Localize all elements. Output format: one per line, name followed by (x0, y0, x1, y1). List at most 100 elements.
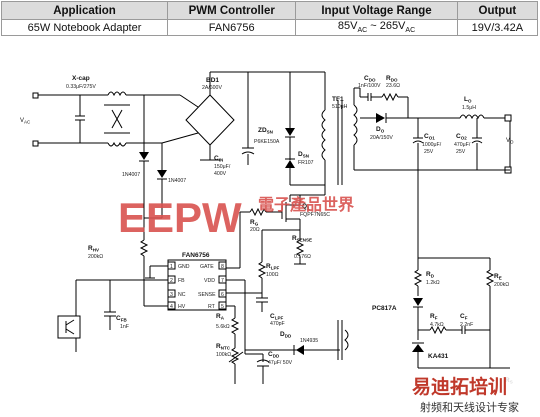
header-pwm-controller: PWM Controller (167, 1, 297, 20)
rt-network (226, 305, 244, 384)
secondary-output (353, 87, 512, 174)
vin-min-sub: AC (357, 27, 368, 35)
dsn-label: DSN (298, 151, 309, 159)
cn-watermark-bottom-big: 易迪拓培训 (412, 375, 507, 398)
xcap-value: 0.33μF/275V (66, 84, 96, 90)
lo-label: LO (464, 96, 472, 104)
co1-label: CO1 (424, 133, 435, 141)
header-input-voltage: Input Voltage Range (295, 1, 458, 20)
rg-label: RG (250, 219, 259, 227)
cin-value-1: 150μF/ (214, 164, 231, 170)
ddd-label: DDD (280, 331, 292, 339)
do-value: 20A/150V (370, 135, 393, 141)
xcap-label: X-cap (72, 75, 90, 82)
watermark-backdrop (405, 370, 540, 417)
cell-application: 65W Notebook Adapter (0, 19, 169, 36)
ddd-value: 1N4935 (300, 338, 318, 344)
ra-label: RA (216, 313, 225, 321)
cn-watermark-bottom-small: 射频和天线设计专家 (420, 400, 519, 414)
cf-value: 2.2nF (460, 322, 473, 328)
rsense-resistor (261, 229, 306, 265)
snubber (270, 71, 325, 186)
transformer-tf1 (321, 72, 358, 360)
xcap-capacitor (75, 95, 85, 143)
cell-input-voltage: 85VAC ~ 265VAC (295, 19, 458, 36)
vac-label: VAC (20, 118, 31, 125)
rd-label: RD (426, 271, 435, 279)
ac-input-terminals (32, 92, 108, 147)
pin6-num: 6 (221, 292, 224, 298)
rsense-label: RSENSE (292, 235, 312, 243)
header-application: Application (0, 1, 169, 20)
flyback-schematic: VAC X-cap 0.33μF/275V 1N4007 1N4007 (20, 71, 540, 417)
rntc-label: RNTC (216, 343, 231, 351)
spec-table: Application PWM Controller Input Voltage… (0, 1, 539, 36)
rf-value: 4.7kΩ (430, 322, 444, 328)
pin1-num: 1 (170, 264, 173, 270)
q1-value: FQPF7N65C (300, 212, 330, 218)
cdd-label: CDD (268, 351, 280, 359)
pin8-num: 8 (221, 264, 224, 270)
hv-diodes (139, 95, 167, 219)
clpf-value: 470pF (270, 321, 285, 327)
rlpf-label: RLPF (266, 263, 279, 271)
cfb-value: 1nF (120, 324, 129, 330)
cdo-value: 1nF/100V (358, 83, 381, 89)
pin6-name: SENSE (198, 292, 216, 298)
cn-watermark-top: 電子產品世界 (258, 195, 354, 214)
bd1-value: 2A/600V (202, 85, 222, 91)
rdo-value: 23.6Ω (386, 83, 400, 89)
rdo-label: RDO (386, 75, 398, 83)
eepw-watermark: EEPW (118, 194, 242, 241)
pin3-num: 3 (170, 292, 173, 298)
vin-max-sub: AC (405, 27, 416, 35)
bd1-label: BD1 (206, 77, 219, 84)
q1-label: Q1 (302, 203, 310, 211)
co1-value-1: 1000μF/ (422, 142, 442, 148)
re-value: 200kΩ (494, 282, 509, 288)
lo-value: 1.5μH (462, 105, 476, 111)
d1-label: 1N4007 (122, 172, 140, 178)
pin8-name: GATE (200, 264, 214, 270)
sense-filter (226, 256, 268, 312)
cin-value-2: 400V (214, 171, 227, 177)
co1-value-2: 25V (424, 149, 434, 155)
vo-label: VO (506, 138, 514, 145)
rg-value: 20Ω (250, 227, 260, 233)
tf1-label: TF1 (332, 96, 344, 103)
pin7-name: VDD (204, 278, 215, 284)
tf1-value: 510μH (332, 104, 348, 110)
do-label: DO (376, 126, 385, 134)
pin7-num: 7 (221, 278, 224, 284)
rhv-resistor (139, 218, 168, 307)
pin1-name: GND (178, 264, 190, 270)
re-label: RE (494, 273, 502, 281)
bridge-rectifier (161, 71, 270, 161)
pin2-name: FB (178, 278, 185, 284)
feedback-secondary (412, 170, 510, 369)
dsn-value: FR107 (298, 160, 314, 166)
cdo-label: CDO (364, 75, 376, 83)
header-output: Output (456, 1, 539, 20)
spec-header-row: Application PWM Controller Input Voltage… (0, 1, 539, 20)
clpf-label: CLPF (270, 313, 283, 321)
d2-label: 1N4007 (168, 178, 186, 184)
mosfet-q1 (266, 185, 326, 240)
pin2-num: 2 (170, 278, 173, 284)
rhv-value: 200kΩ (88, 254, 103, 260)
rsense-value: 0.176Ω (294, 254, 311, 260)
vin-max: ~ 265V (367, 20, 406, 33)
zdsn-value: P6KE150A (254, 139, 280, 145)
ref-label: KA431 (428, 353, 449, 360)
feedback-primary (57, 280, 116, 352)
rntc-value: 100kΩ (216, 352, 231, 358)
cell-output: 19V/3.42A (456, 19, 539, 36)
cin-label: CIN (214, 155, 223, 163)
cell-controller: FAN6756 (167, 19, 297, 36)
rhv-label: RHV (88, 245, 99, 253)
co2-value-1: 470μF/ (454, 142, 471, 148)
ic-title: FAN6756 (182, 252, 210, 259)
cfb-label: CFB (116, 315, 127, 323)
rlpf-value: 100Ω (266, 272, 279, 278)
cdd-value: 47μF/ 50V (268, 360, 293, 366)
